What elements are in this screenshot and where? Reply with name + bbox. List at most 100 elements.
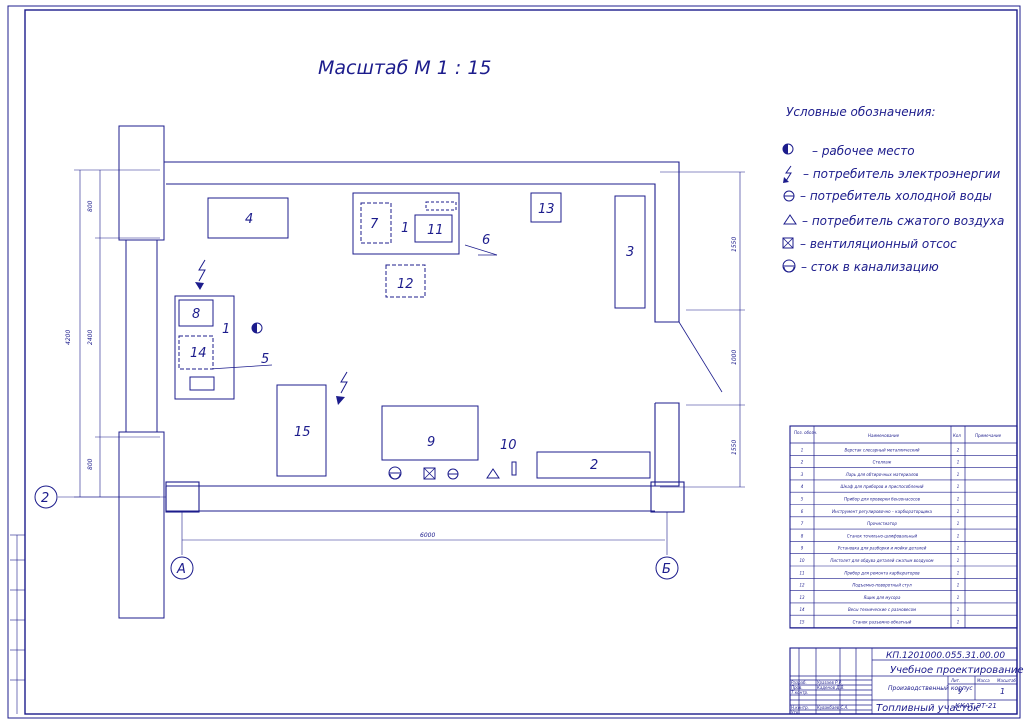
dim-4200: 4200 [65, 330, 72, 345]
role-ncontrol: Н.контр. [791, 705, 809, 710]
air-gun-symbol [511, 461, 517, 476]
binding-strip [10, 534, 25, 714]
table-cell: 1 [957, 620, 960, 625]
table-cell: Станок разъемно-обкатный [853, 620, 912, 625]
table-cell: 3 [801, 472, 804, 477]
table-cell: 1 [957, 595, 960, 600]
table-cell: 12 [799, 583, 805, 588]
table-cell: 1 [957, 509, 960, 514]
equipment [174, 192, 651, 479]
equip-label-4: 4 [245, 212, 253, 227]
col-mass: Масса [977, 678, 990, 683]
role-checked: Пров. [791, 685, 803, 690]
lightning-arrow-icon [783, 165, 792, 183]
table-cell: 13 [799, 595, 805, 600]
legend-icons [782, 143, 797, 273]
sheet-border [7, 5, 1021, 719]
table-cell: Прибор для проверки бензонасосов [844, 497, 921, 502]
table-cell: 2 [801, 460, 804, 465]
equip-label-1a: 1 [401, 221, 409, 236]
drawing-name: Топливный участок [876, 703, 979, 714]
project-name: Учебное проектирование [890, 664, 1024, 676]
role-approved: Утв. [791, 710, 799, 715]
room-walls [164, 161, 723, 513]
org-name: ККАТ ЭТ-21 [955, 702, 997, 710]
table-cell: 7 [801, 521, 804, 526]
col-scale: Масштаб [997, 678, 1017, 683]
title-block-grid [789, 647, 1018, 715]
equip-label-10: 10 [500, 438, 517, 453]
subject-name: Производственный корпус [888, 685, 973, 692]
table-cell: 11 [799, 570, 804, 575]
half-filled-circle-icon [782, 143, 794, 155]
lightning-arrow-icon [195, 259, 206, 290]
role-tcontrol: Т.контр. [791, 690, 808, 695]
table-cell: 1 [801, 447, 804, 452]
table-cell: 15 [799, 620, 805, 625]
spec-table-grid [789, 425, 1018, 629]
dim-6000: 6000 [420, 532, 435, 539]
drawing-title: Масштаб М 1 : 15 [318, 57, 492, 79]
table-header-pos: Поз. обозн. [794, 430, 818, 435]
dimension-lines [58, 169, 745, 555]
drain-circle-icon [388, 466, 402, 480]
axis-row-2: 2 [41, 491, 49, 506]
table-cell: Подъемно-поворотный стул [852, 583, 912, 588]
table-cell: 8 [801, 533, 804, 538]
table-cell: Инструмент регулировочно – карбюраторщик… [832, 509, 932, 514]
table-cell: Весы технические с разновесом [848, 607, 916, 612]
table-cell: 1 [957, 484, 960, 489]
table-cell: 1 [957, 533, 960, 538]
table-cell: Шкаф для приборов и приспособлений [841, 484, 924, 489]
table-cell: 1 [957, 570, 960, 575]
col-lit: Лит. [950, 678, 960, 683]
dim-1550-top: 1550 [731, 237, 738, 252]
workplace-symbol-icon [251, 322, 263, 334]
person-ncontrol: Кувакбаев С.А. [817, 705, 849, 710]
table-cell: 2 [957, 447, 960, 452]
table-cell: 9 [801, 546, 804, 551]
equip-label-15: 15 [294, 425, 311, 440]
table-cell: Пистолет для обдува деталей сжатым возду… [830, 558, 933, 563]
dim-800-top: 800 [87, 200, 94, 212]
equip-label-1b: 1 [222, 322, 230, 337]
table-cell: 1 [957, 558, 960, 563]
legend-item-2: – потребитель холодной воды [800, 189, 992, 203]
equip-label-11: 11 [427, 223, 444, 238]
table-cell: Ящик для мусора [863, 595, 901, 600]
table-cell: 1 [957, 583, 960, 588]
table-header-name: Наименование [868, 433, 900, 438]
lightning-arrow-icon [336, 371, 348, 405]
axis-col-a: А [176, 562, 186, 577]
equip-label-9: 9 [427, 435, 435, 450]
circle-line-icon [783, 190, 795, 202]
axis-markers [34, 485, 679, 580]
table-cell: 1 [957, 546, 960, 551]
equip-label-3: 3 [626, 245, 634, 260]
equip-label-8: 8 [192, 307, 200, 322]
table-cell: Стеллаж [873, 460, 892, 465]
table-cell: Установка для разборки и мойки деталей [838, 546, 927, 551]
dim-1000: 1000 [731, 350, 738, 365]
table-cell: 1 [957, 521, 960, 526]
equip-label-7: 7 [370, 217, 379, 232]
legend-item-1: – потребитель электроэнергии [803, 167, 1000, 181]
table-cell: 1 [957, 472, 960, 477]
table-cell: Ларь для обтирочных материалов [845, 472, 919, 477]
legend-item-3: – потребитель сжатого воздуха [802, 214, 1004, 228]
table-header-note: Примечание [975, 433, 1002, 438]
lit-value: У [958, 687, 964, 696]
table-cell: Верстак слесарный металлический [844, 447, 919, 452]
table-cell: 1 [957, 460, 960, 465]
table-cell: 4 [801, 484, 804, 489]
person-developer: Уразаев Р.Р. [817, 680, 842, 685]
triangle-icon [486, 468, 500, 479]
person-checked: Каденов Д.В. [817, 685, 845, 690]
equip-label-2: 2 [590, 458, 598, 473]
equip-label-14: 14 [190, 346, 207, 361]
dim-1550-bottom: 1550 [731, 440, 738, 455]
ventilation-box-icon [423, 467, 436, 480]
table-cell: Прочистиатор [867, 521, 897, 526]
equip-label-12: 12 [397, 277, 414, 292]
